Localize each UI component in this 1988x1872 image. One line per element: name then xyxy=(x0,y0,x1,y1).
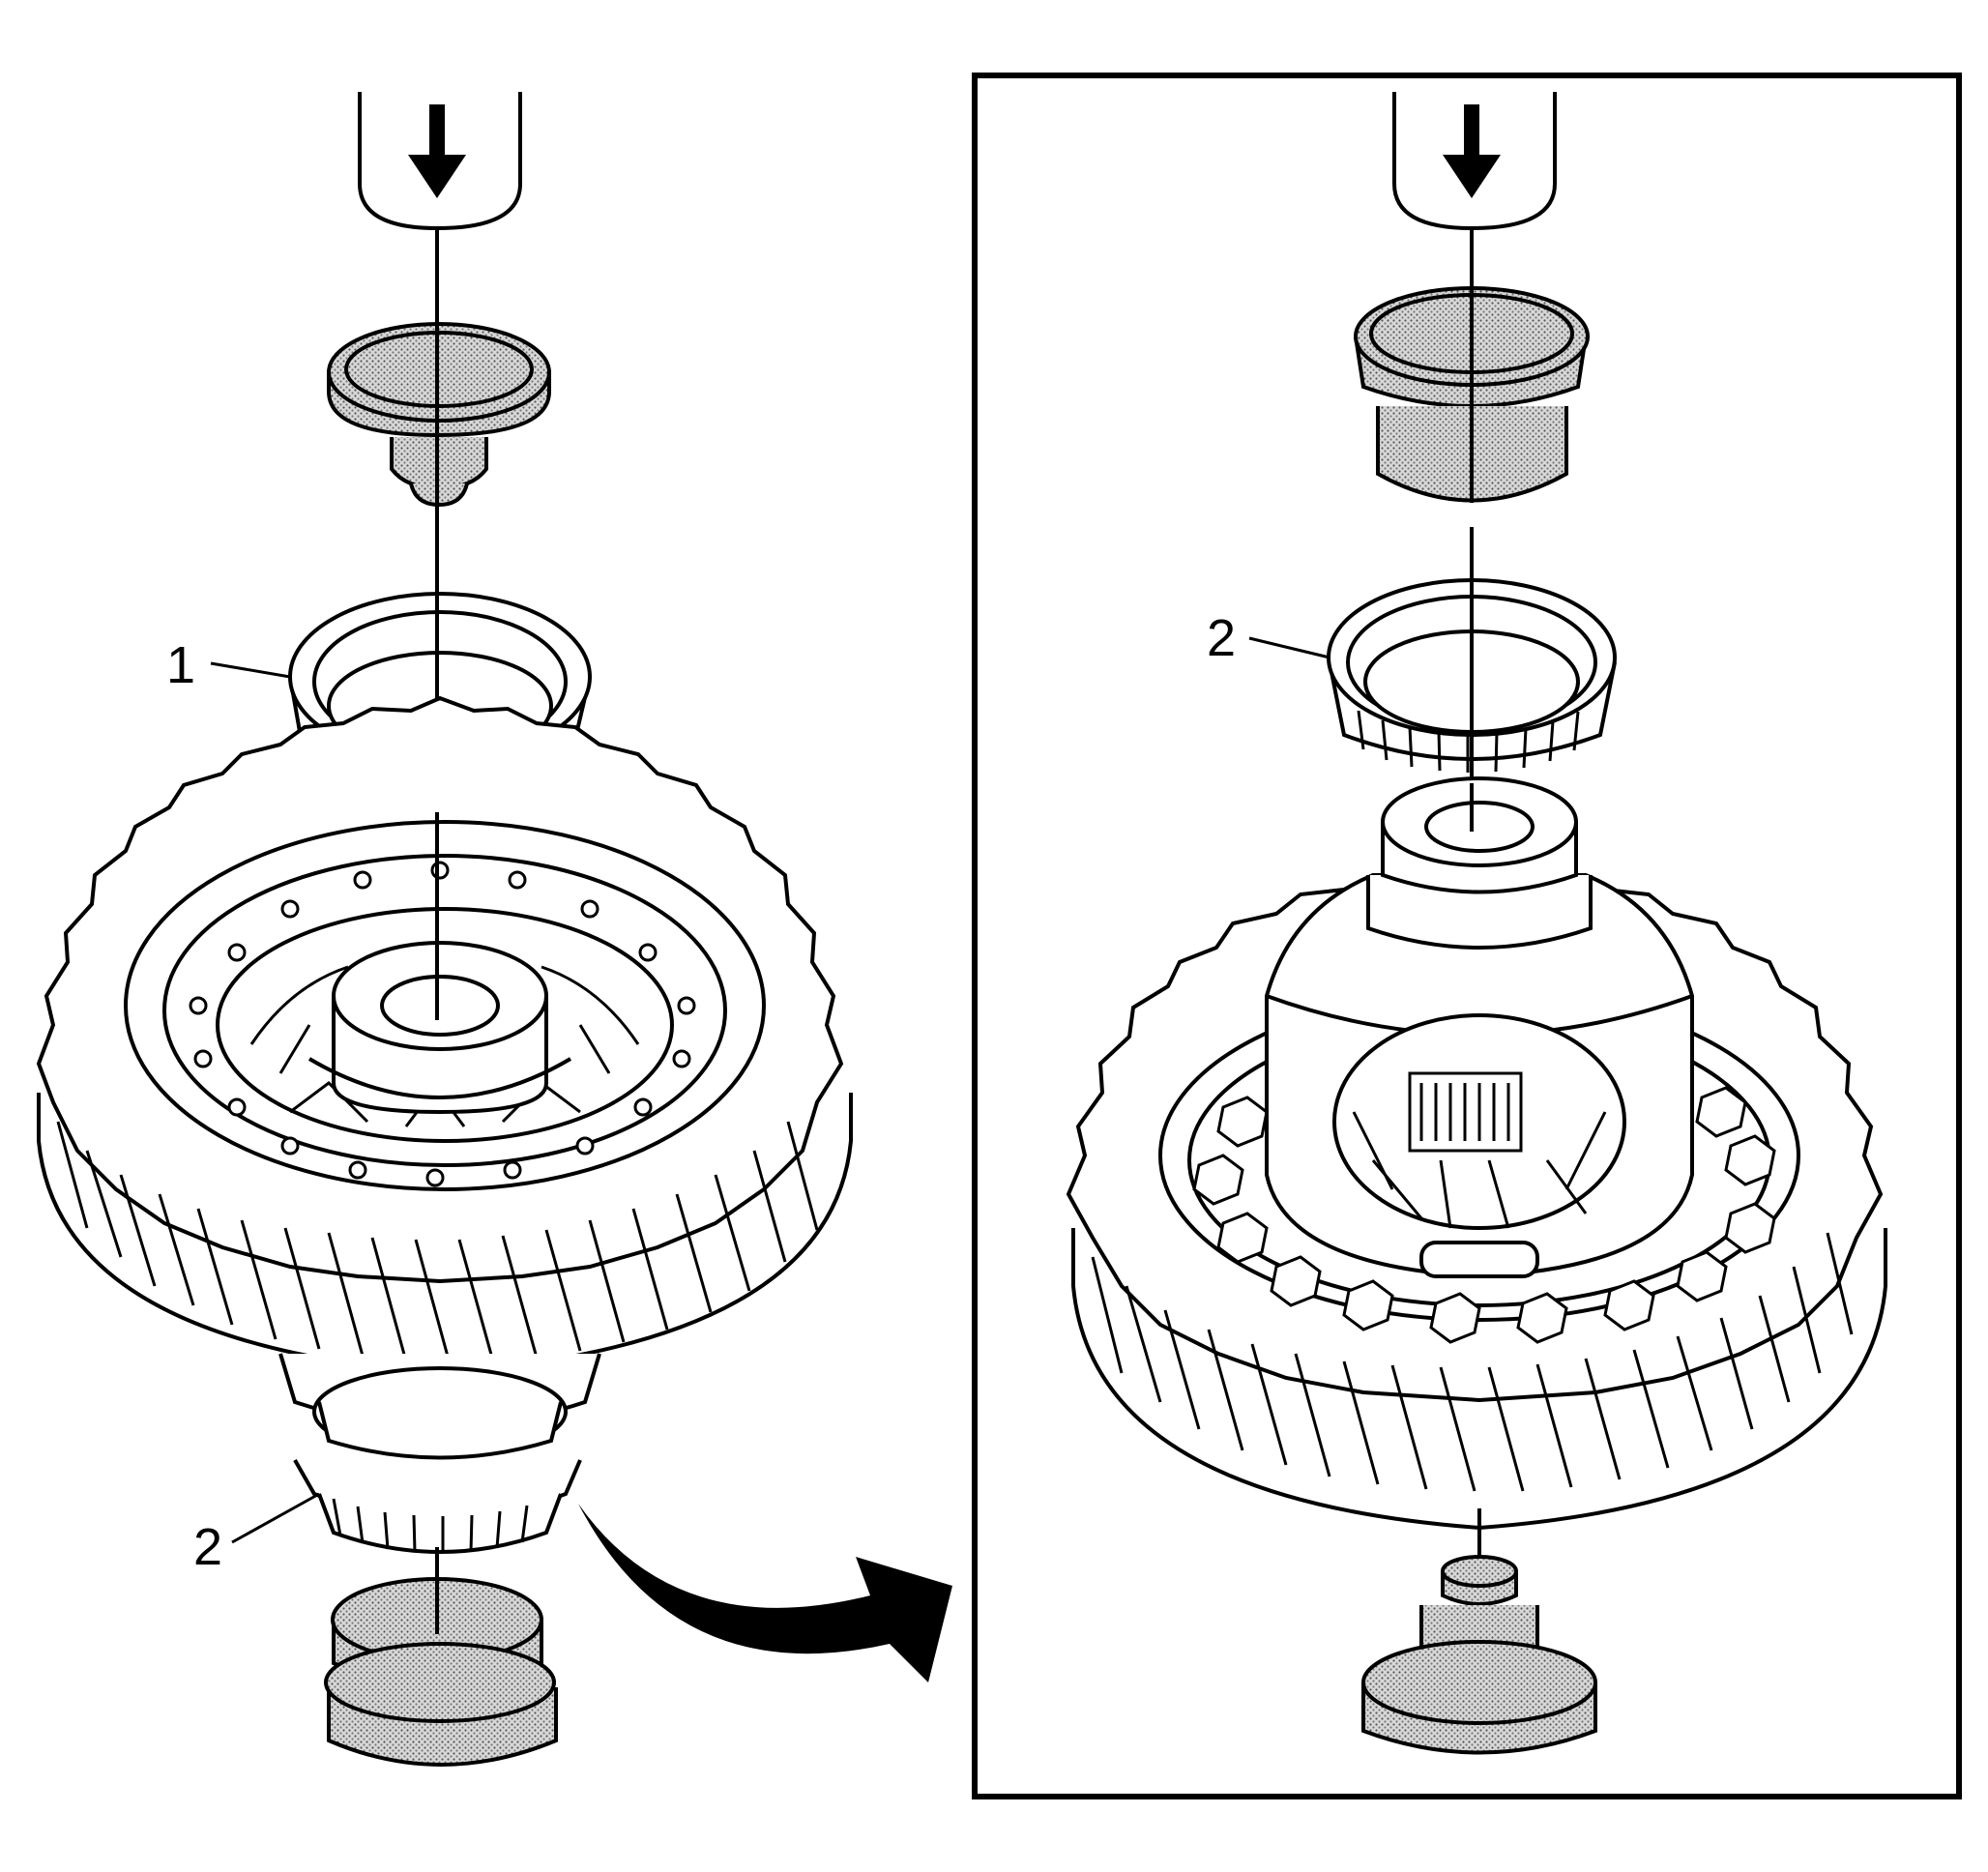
differential-case-lower xyxy=(278,1353,601,1460)
bearing-support-tool-left xyxy=(324,1547,558,1767)
right-view xyxy=(1066,92,1887,1755)
curved-arrow-icon xyxy=(578,1504,952,1682)
left-view xyxy=(36,92,853,1767)
bearing-installer-tool-right xyxy=(1354,286,1590,503)
detail-frame xyxy=(972,73,1962,1799)
differential-case-right xyxy=(1265,776,1694,1279)
tapered-bearing-2-left xyxy=(293,1459,582,1554)
bearing-installer-tool xyxy=(327,290,551,508)
differential-ring-gear xyxy=(36,695,853,1376)
tapered-bearing-2-right xyxy=(1327,527,1617,783)
down-arrow-icon xyxy=(1443,104,1501,198)
callout-1: 1 xyxy=(166,636,195,694)
callout-2-left: 2 xyxy=(193,1518,222,1576)
callout-2-right: 2 xyxy=(1207,609,1236,667)
bearing-support-tool-right xyxy=(1361,1508,1597,1755)
down-arrow-icon xyxy=(408,104,466,198)
